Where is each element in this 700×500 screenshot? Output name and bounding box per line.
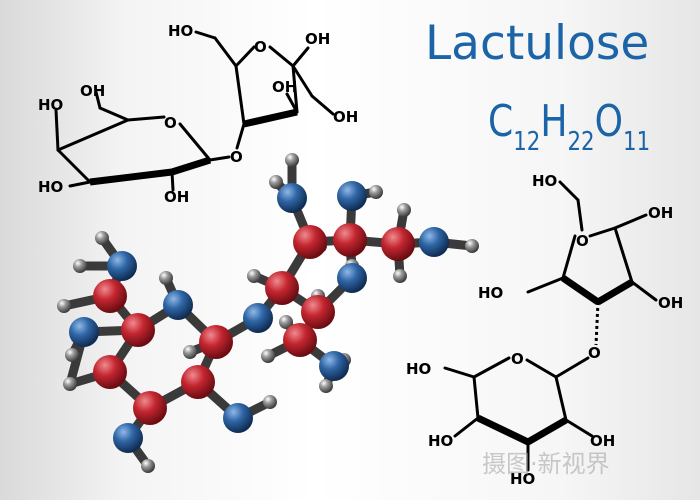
- ring-oxygen-label: O: [254, 38, 267, 56]
- hydroxyl-label: HO: [38, 178, 63, 196]
- hydrogen-atom: [279, 315, 293, 329]
- formula-oxygen-count: 11: [623, 127, 651, 157]
- ring-oxygen-label: O: [511, 350, 524, 368]
- oxygen-atom: [163, 290, 193, 320]
- hydroxyl-label: OH: [80, 82, 105, 100]
- hydroxyl-label: HO: [38, 96, 63, 114]
- ring-oxygen-label: O: [164, 114, 177, 132]
- hydroxyl-label: OH: [333, 108, 358, 126]
- hydroxyl-label: HO: [168, 22, 193, 40]
- formula-hydrogen-count: 22: [567, 127, 595, 157]
- hydrogen-atom: [57, 299, 71, 313]
- compound-title: Lactulose: [425, 16, 650, 71]
- carbon-atom: [333, 223, 367, 257]
- oxygen-atom: [69, 317, 99, 347]
- hydroxyl-label: OH: [590, 432, 615, 450]
- hydrogen-atom: [159, 271, 173, 285]
- oxygen-atom: [319, 351, 349, 381]
- carbon-atom: [283, 323, 317, 357]
- hydrogen-atom: [285, 153, 299, 167]
- hydroxyl-label: OH: [164, 188, 189, 206]
- oxygen-atom: [107, 251, 137, 281]
- carbon-atom: [121, 313, 155, 347]
- oxygen-atom: [277, 183, 307, 213]
- oxygen-atom: [113, 423, 143, 453]
- formula-carbon: C: [488, 96, 514, 147]
- oxygen-atom: [223, 403, 253, 433]
- hydrogen-atom: [141, 459, 155, 473]
- hydrogen-atom: [393, 269, 407, 283]
- hydrogen-atom: [369, 185, 383, 199]
- oxygen-atom: [243, 303, 273, 333]
- carbon-atom: [93, 279, 127, 313]
- hydrogen-atom: [465, 239, 479, 253]
- chemical-formula: C12H22O11: [488, 96, 650, 157]
- hydroxyl-label: HO: [406, 360, 431, 378]
- carbon-atom: [293, 225, 327, 259]
- carbon-atom: [181, 365, 215, 399]
- formula-hydrogen: H: [540, 96, 568, 147]
- hydroxyl-label: OH: [305, 30, 330, 48]
- carbon-atom: [199, 325, 233, 359]
- hydrogen-atom: [261, 349, 275, 363]
- formula-oxygen: O: [594, 96, 624, 147]
- carbon-atom: [301, 295, 335, 329]
- hydroxyl-label: OH: [272, 78, 297, 96]
- hydrogen-atom: [95, 231, 109, 245]
- watermark-logo: 摄图·新视界: [482, 450, 610, 478]
- hydrogen-atom: [319, 379, 333, 393]
- hydroxyl-label: HO: [428, 432, 453, 450]
- hydrogen-atom: [263, 395, 277, 409]
- hydrogen-atom: [73, 259, 87, 273]
- linker-oxygen-label: O: [588, 344, 601, 362]
- hydrogen-atom: [183, 345, 197, 359]
- carbon-atom: [133, 391, 167, 425]
- hydroxyl-label: HO: [532, 172, 557, 190]
- hydroxyl-label: HO: [510, 470, 535, 488]
- oxygen-atom: [337, 263, 367, 293]
- hydrogen-atom: [269, 175, 283, 189]
- hydroxyl-label: OH: [648, 204, 673, 222]
- carbon-atom: [265, 271, 299, 305]
- hydrogen-atom: [63, 377, 77, 391]
- linker-oxygen-label: O: [230, 148, 243, 166]
- oxygen-atom: [419, 227, 449, 257]
- carbon-atom: [93, 355, 127, 389]
- carbon-atom: [381, 227, 415, 261]
- oxygen-atom: [337, 181, 367, 211]
- ring-oxygen-label: O: [576, 232, 589, 250]
- hydroxyl-label: OH: [658, 294, 683, 312]
- formula-carbon-count: 12: [513, 127, 541, 157]
- hydrogen-atom: [247, 269, 261, 283]
- hydrogen-atom: [397, 203, 411, 217]
- hydrogen-atom: [65, 348, 79, 362]
- hydroxyl-label: HO: [478, 284, 503, 302]
